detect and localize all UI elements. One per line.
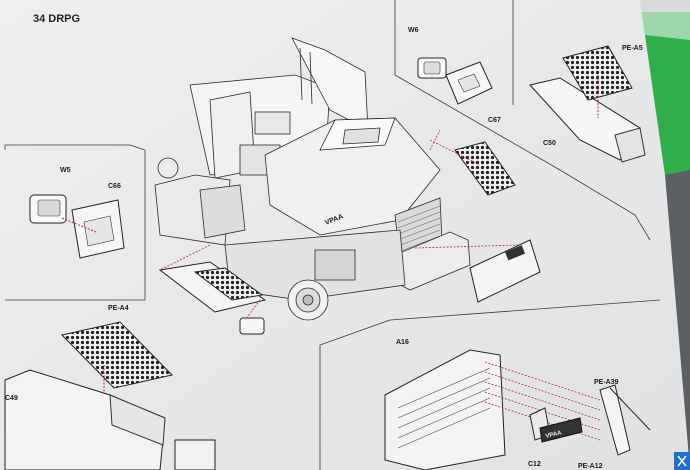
green-box-background (640, 0, 690, 175)
plate-marking: VPAA (545, 430, 563, 440)
step-lamp (239, 317, 265, 335)
front-plate-part (469, 239, 541, 303)
label-w6: W6 (408, 27, 419, 34)
label-a16: A16 (396, 339, 409, 346)
label-pe-a39: PE-A39 (594, 379, 619, 386)
truck-assembly-drawing (154, 37, 471, 321)
c66-lamp-guard-part (71, 199, 125, 259)
pe-a4-tread-plate (61, 321, 173, 389)
pe-a12-number-plate (539, 417, 583, 443)
label-pe-a4: PE-A4 (108, 305, 129, 312)
w6-lamp-part (417, 57, 447, 79)
assembly-guides (159, 129, 521, 321)
pe-a39-bracket-part (599, 384, 651, 456)
c50-fender-part (529, 77, 646, 163)
label-c49: C49 (5, 395, 18, 402)
step-panel (158, 261, 267, 313)
c67-lamp-guard-part (445, 61, 493, 105)
pe-a5-tread-plate (562, 45, 633, 101)
label-pe-a5: PE-A5 (622, 45, 643, 52)
label-c67: C67 (488, 117, 501, 124)
label-c12: C12 (528, 461, 541, 468)
step-tread-plate (193, 267, 264, 301)
label-c50: C50 (543, 140, 556, 147)
label-pe-a12: PE-A12 (578, 463, 603, 470)
panel-borders (4, 0, 661, 470)
label-w5: W5 (60, 167, 71, 174)
label-c66: C66 (108, 183, 121, 190)
a16-grille-panel (384, 349, 506, 470)
brand-mark: 34 DRPG (33, 13, 80, 25)
hood-tread-plate (454, 141, 516, 196)
w5-lamp-part (29, 194, 67, 224)
c49-fender-part (4, 369, 216, 470)
